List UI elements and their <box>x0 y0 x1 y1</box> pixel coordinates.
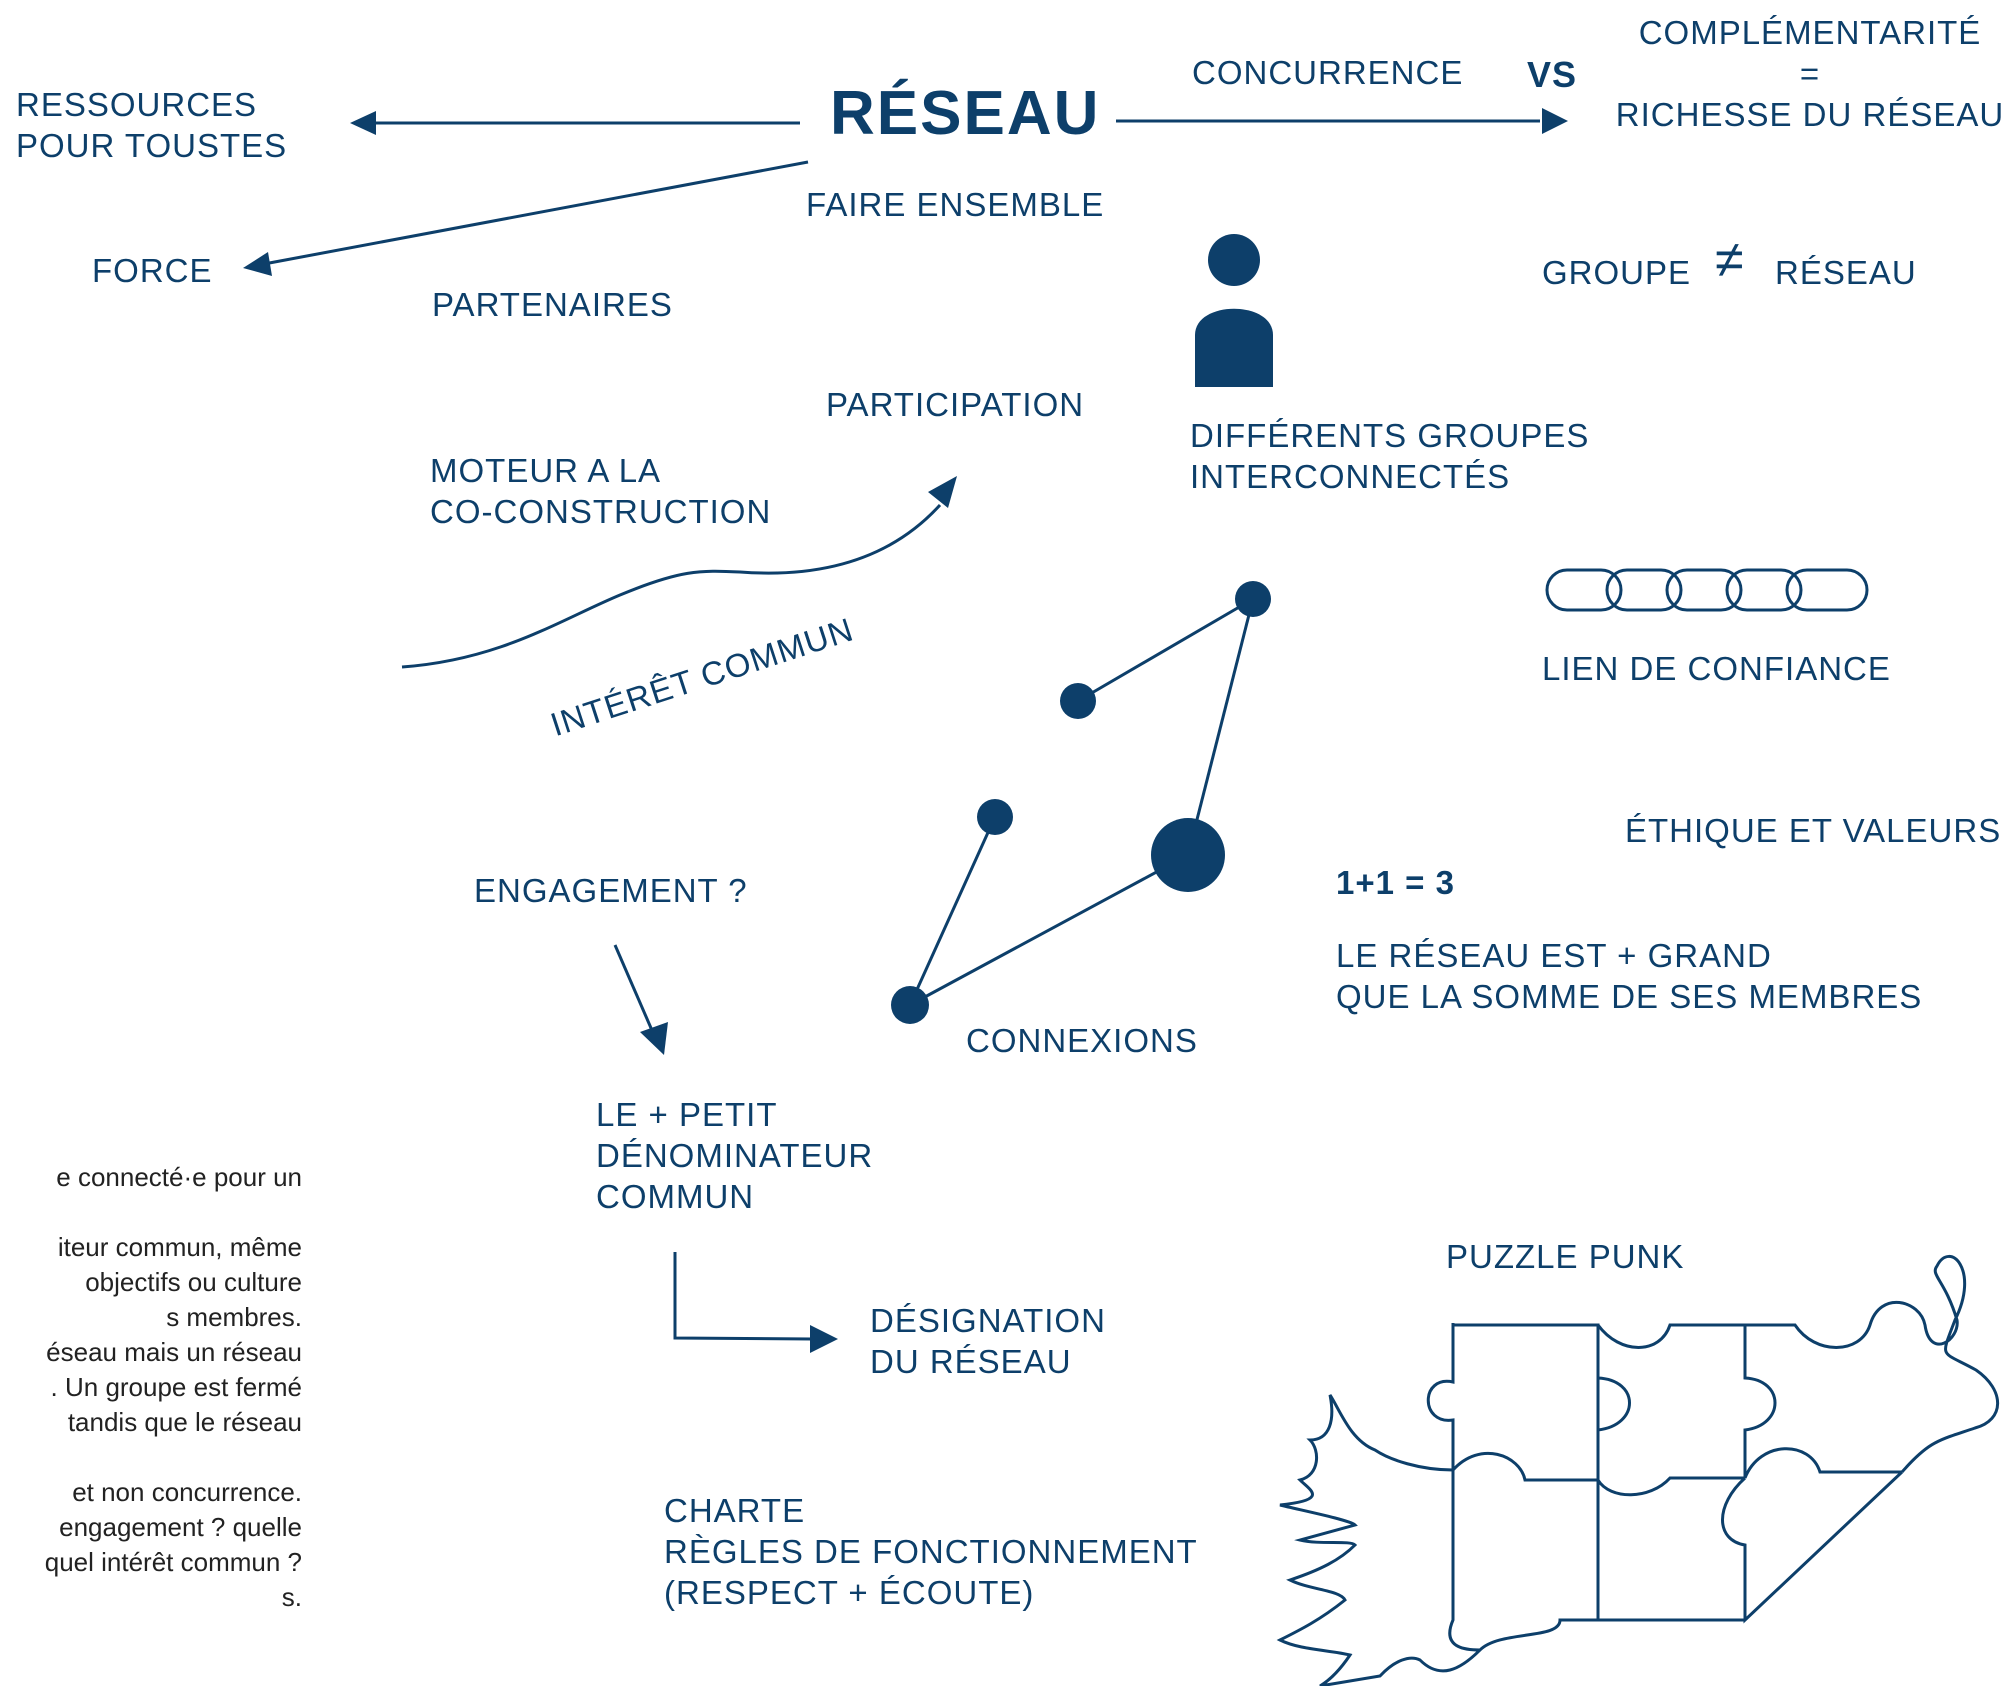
arrowhead-designation <box>810 1325 838 1353</box>
label-ressources: RESSOURCES POUR TOUSTES <box>16 86 288 164</box>
body-line: tandis que le réseau <box>67 1407 302 1437</box>
label-groupe: GROUPE <box>1542 254 1692 291</box>
body-line: et non concurrence. <box>72 1477 302 1507</box>
label-engagement: ENGAGEMENT ? <box>474 872 748 909</box>
arrowhead-ressources <box>350 111 376 135</box>
body-line: s membres. <box>166 1302 302 1332</box>
punk-puzzle-icon <box>1276 1254 2000 1686</box>
label-moteur: MOTEUR A LA CO-CONSTRUCTION <box>430 452 772 530</box>
arrowhead-force <box>243 252 272 276</box>
label-groupes: DIFFÉRENTS GROUPES INTERCONNECTÉS <box>1190 417 1590 495</box>
label-partenaires: PARTENAIRES <box>432 286 673 323</box>
label-charte: CHARTE RÈGLES DE FONCTIONNEMENT (RESPECT… <box>664 1492 1198 1611</box>
body-line: objectifs ou culture <box>85 1267 302 1297</box>
body-line: e connecté·e pour un <box>56 1162 302 1192</box>
label-lien: LIEN DE CONFIANCE <box>1542 650 1891 687</box>
curve-arrow-participation <box>401 503 942 669</box>
central-subtitle: FAIRE ENSEMBLE <box>806 186 1105 223</box>
body-line: quel intérêt commun ? <box>44 1547 302 1577</box>
body-line: iteur commun, même <box>57 1232 302 1262</box>
body-line: éseau mais un réseau <box>46 1337 302 1367</box>
arrowhead-engagement <box>640 1022 668 1055</box>
body-line: engagement ? quelle <box>59 1512 302 1542</box>
arrowhead-participation <box>928 476 957 508</box>
cropped-body-text: e connecté·e pour un iteur commun, même … <box>0 1160 302 1615</box>
arrow-designation <box>673 1252 813 1341</box>
label-designation: DÉSIGNATION DU RÉSEAU <box>870 1302 1106 1380</box>
body-line: s. <box>281 1582 302 1612</box>
label-vs: VS <box>1527 54 1578 95</box>
label-complementarite: COMPLÉMENTARITÉ = RICHESSE DU RÉSEAU <box>1615 14 2005 133</box>
label-denominateur: LE + PETIT DÉNOMINATEUR COMMUN <box>596 1096 874 1215</box>
label-reseau-compare: RÉSEAU <box>1775 254 1917 291</box>
chain-icon <box>1545 568 1869 612</box>
label-equation: 1+1 = 3 <box>1336 864 1455 901</box>
body-line <box>0 1195 302 1230</box>
network-graph-icon <box>891 581 1271 1024</box>
arrow-engagement <box>613 944 656 1036</box>
body-line: . Un groupe est fermé <box>50 1372 302 1402</box>
label-puzzle-punk: PUZZLE PUNK <box>1446 1238 1685 1275</box>
body-line <box>0 1440 302 1475</box>
label-connexions: CONNEXIONS <box>966 1022 1198 1059</box>
label-concurrence: CONCURRENCE <box>1192 54 1464 91</box>
person-icon <box>1195 234 1273 387</box>
label-participation: PARTICIPATION <box>826 386 1085 423</box>
arrow-to-force <box>263 160 809 266</box>
not-equal-icon: ≠ <box>1715 231 1745 289</box>
arrowhead-complementarite <box>1542 108 1568 134</box>
label-ethique: ÉTHIQUE ET VALEURS <box>1625 812 2002 849</box>
label-force: FORCE <box>92 252 213 289</box>
label-plus-grand: LE RÉSEAU EST + GRAND QUE LA SOMME DE SE… <box>1336 937 1923 1015</box>
central-title: RÉSEAU <box>830 79 1101 148</box>
